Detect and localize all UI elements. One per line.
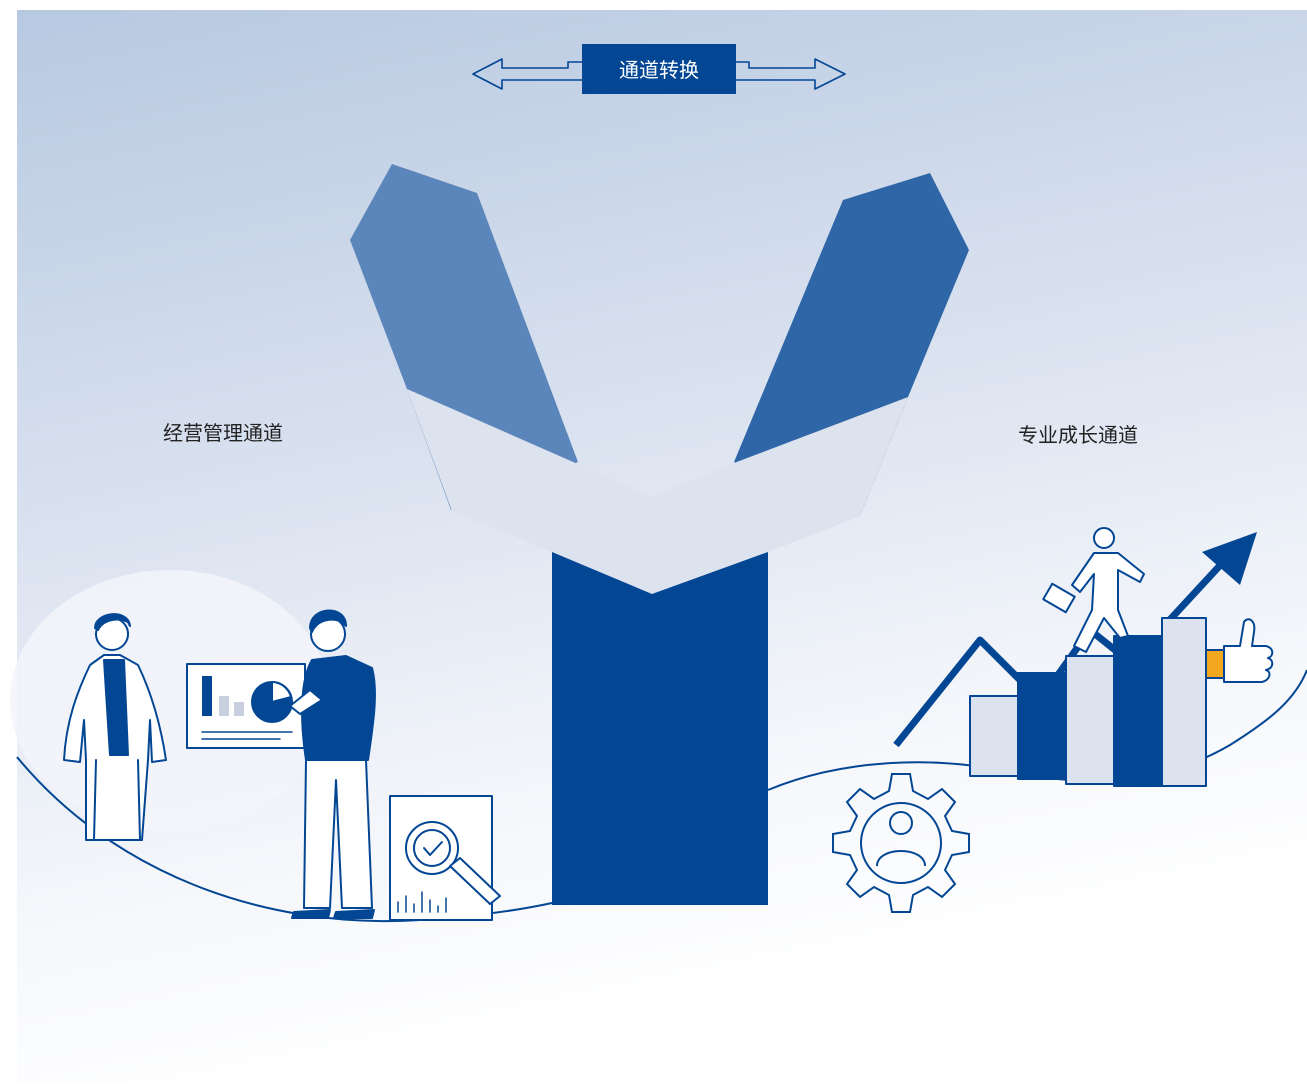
growth-arrow-icon	[1162, 557, 1228, 628]
thumbs-up-icon	[1205, 618, 1274, 683]
gear-person-icon	[832, 773, 970, 913]
man-standing-icon	[63, 613, 167, 841]
channel-switch-label: 通道转换	[619, 58, 699, 82]
climbing-man-icon	[1042, 527, 1145, 653]
bar-columns-icon	[969, 617, 1207, 787]
growth-illustration	[893, 527, 1274, 787]
trunk	[552, 552, 768, 905]
man-presenting-icon	[289, 609, 376, 919]
right-path-label: 专业成长通道	[1018, 423, 1138, 447]
left-path-label: 经营管理通道	[163, 421, 283, 445]
y-junction	[350, 164, 969, 905]
junction-band	[407, 389, 908, 594]
channel-switch-arrows	[472, 58, 846, 90]
arrow-head-icon	[1202, 532, 1257, 585]
right-arrow-icon	[736, 58, 846, 90]
report-magnifier-icon	[389, 795, 501, 921]
right-arm	[734, 173, 969, 516]
channel-switch-box	[582, 44, 736, 94]
left-arm	[350, 164, 578, 510]
management-illustration	[63, 609, 501, 921]
left-arrow-icon	[472, 58, 582, 90]
presentation-board-icon	[186, 663, 306, 749]
